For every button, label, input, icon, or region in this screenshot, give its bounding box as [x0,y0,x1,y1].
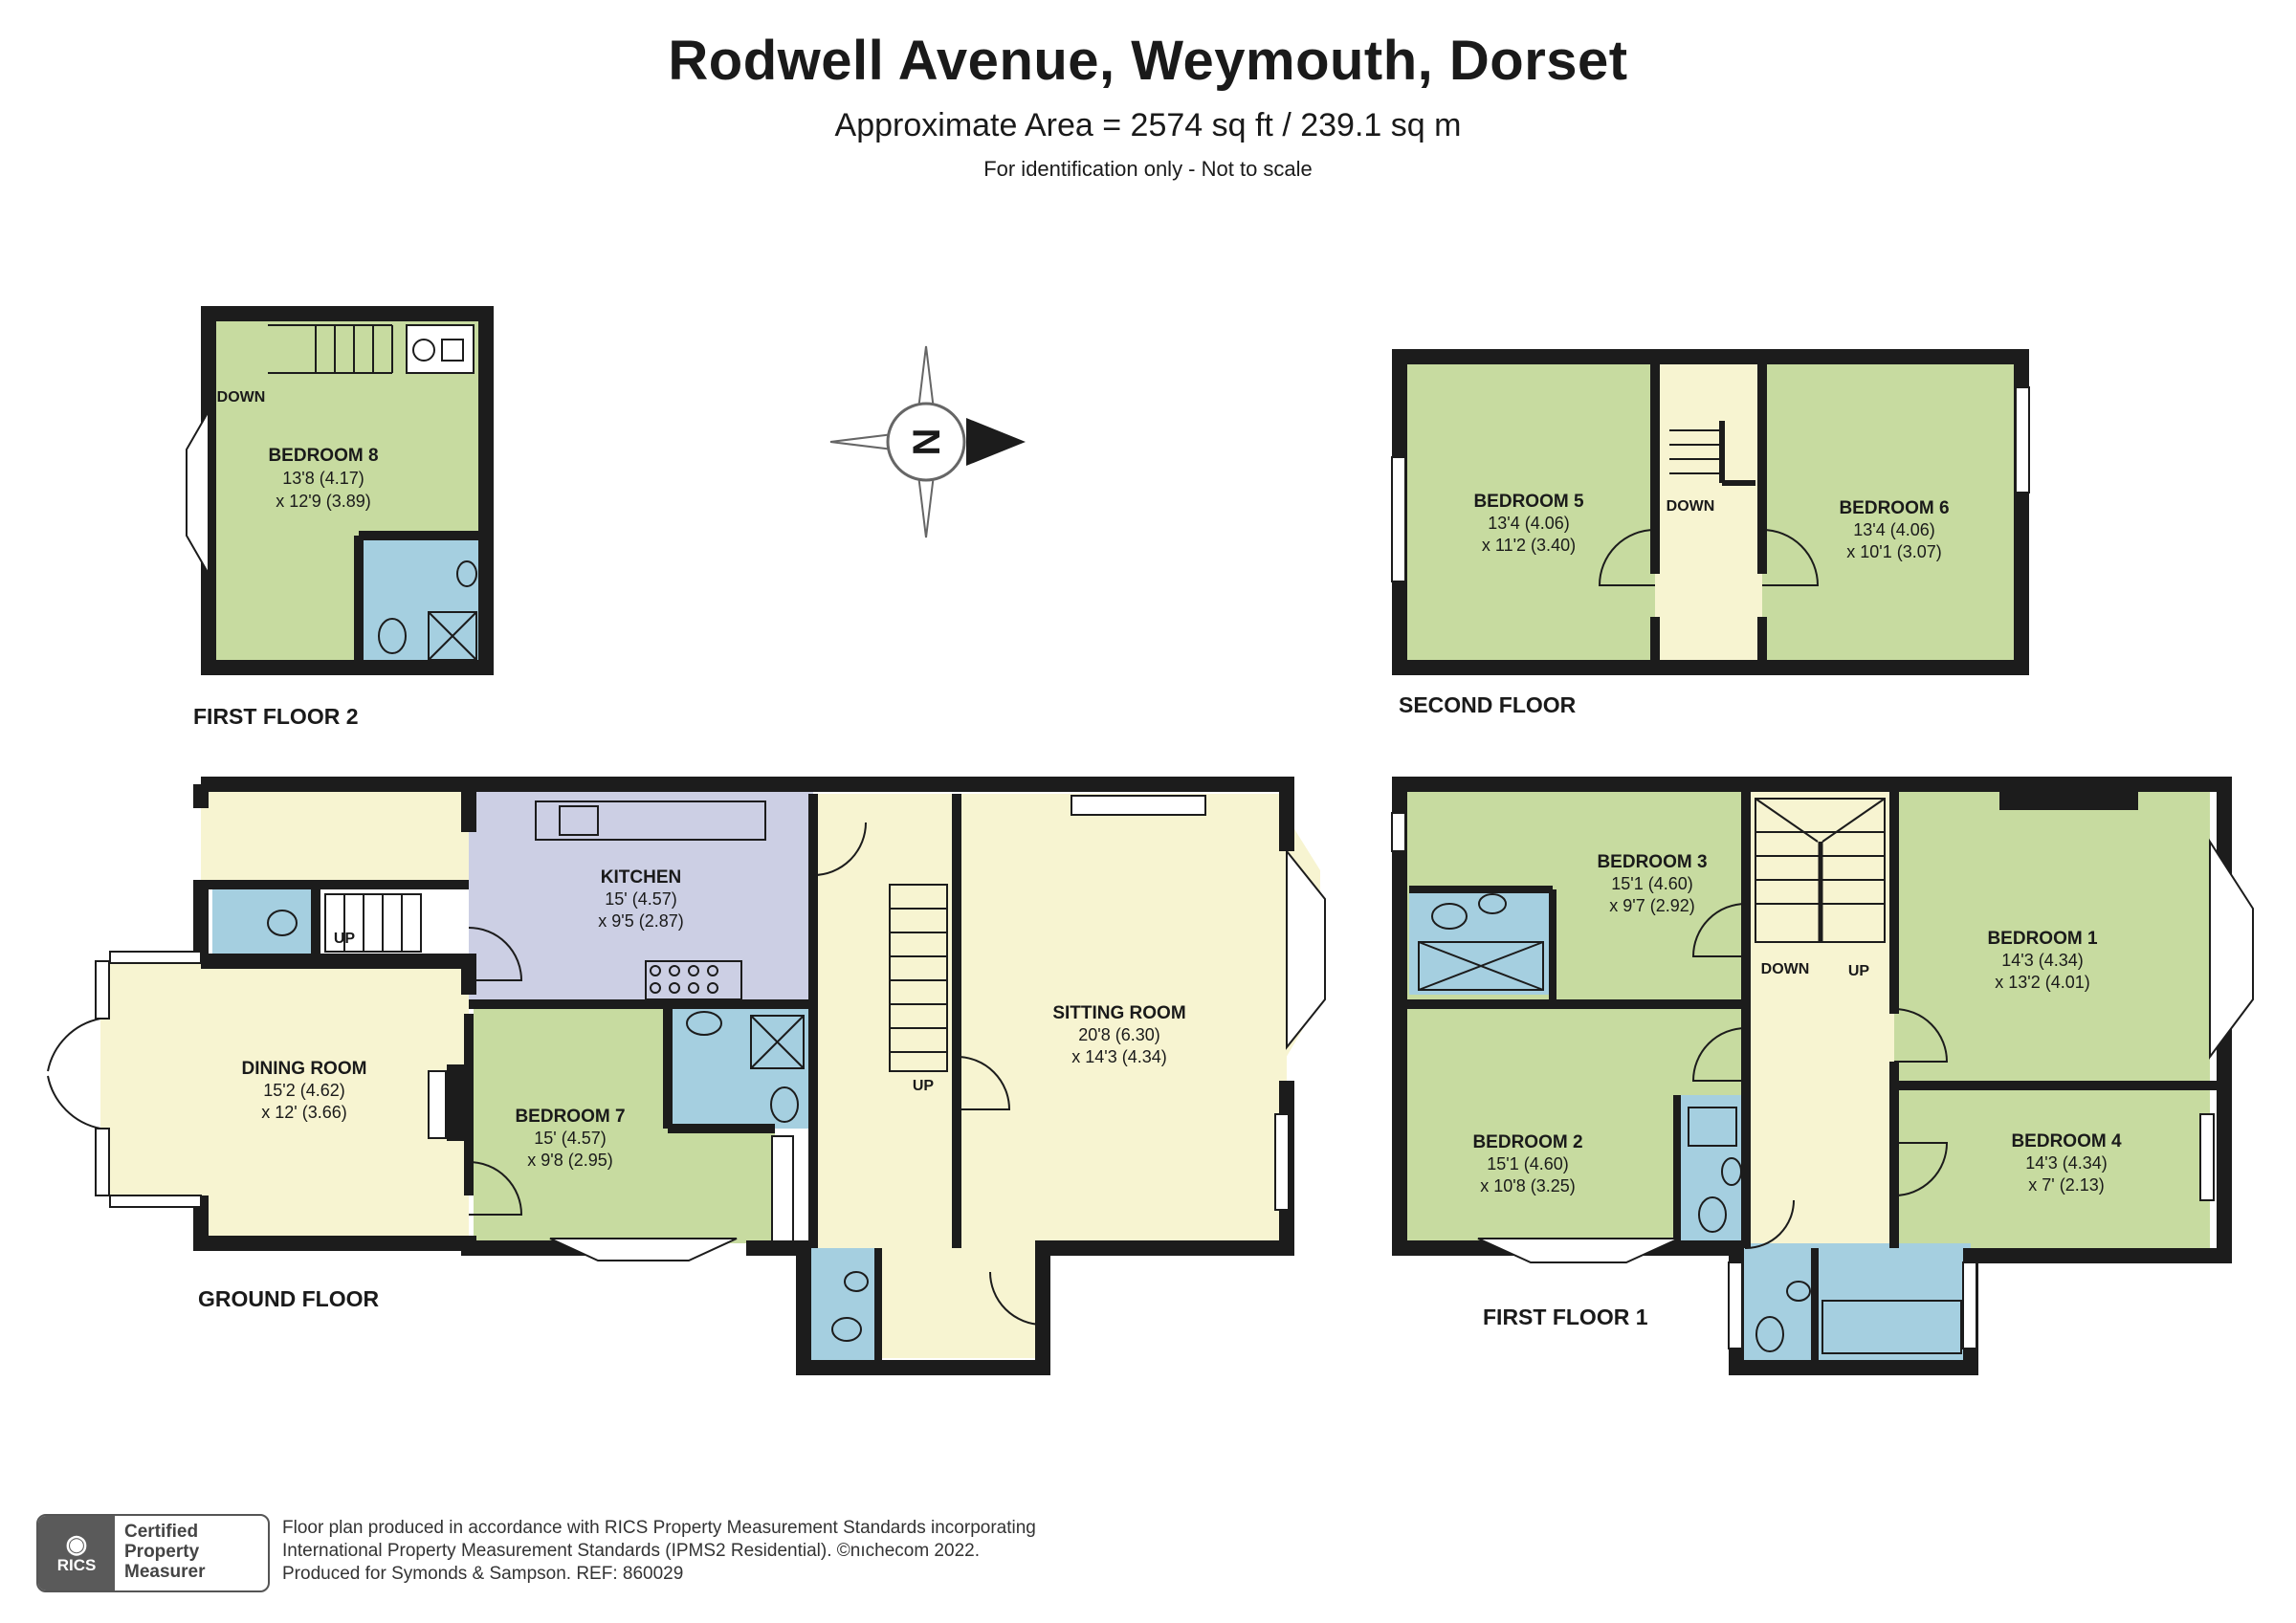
dining-room-dim2: x 12' (3.66) [261,1103,346,1122]
bedroom1-dim2: x 13'2 (4.01) [1995,973,2090,992]
bedroom8-dim2: x 12'9 (3.89) [276,492,371,511]
bedroom4-dim2: x 7' (2.13) [2028,1175,2104,1195]
bedroom5-dim1: 13'4 (4.06) [1488,514,1570,533]
bedroom5-dim2: x 11'2 (3.40) [1482,536,1576,555]
bedroom7-name: BEDROOM 7 [515,1107,625,1127]
rics-logo-text: RICS [56,1556,97,1574]
scale-note: For identification only - Not to scale [983,157,1313,181]
bedroom6-dim2: x 10'1 (3.07) [1846,542,1942,561]
badge-line-3: Measurer [124,1562,206,1582]
bedroom4-name: BEDROOM 4 [2011,1131,2122,1151]
bedroom8-dim1: 13'8 (4.17) [282,469,364,488]
badge-line-2: Property [124,1542,200,1562]
bedroom4-dim1: 14'3 (4.34) [2025,1153,2108,1173]
footer-line-1: Floor plan produced in accordance with R… [282,1518,1036,1538]
gf-up-label-1: UP [334,931,356,947]
bedroom2-dim2: x 10'8 (3.25) [1480,1176,1576,1195]
ground-floor-plan: UP UP KITCHEN 15' (4.57) x 9'5 (2.87) DI… [47,777,1326,1375]
dining-room-name: DINING ROOM [242,1059,367,1079]
footer-line-2: International Property Measurement Stand… [282,1541,980,1561]
ff2-down-label: DOWN [217,389,266,406]
first-floor-2-label: FIRST FLOOR 2 [193,704,359,729]
bedroom3-name: BEDROOM 3 [1597,852,1707,872]
bedroom2-dim1: 15'1 (4.60) [1487,1154,1569,1173]
kitchen-dim2: x 9'5 (2.87) [598,911,683,931]
ff1-down-label: DOWN [1761,961,1810,977]
bedroom2-name: BEDROOM 2 [1472,1132,1582,1152]
kitchen-name: KITCHEN [601,867,681,888]
second-floor-label: SECOND FLOOR [1399,692,1577,717]
sf-down-label: DOWN [1667,498,1715,515]
ff1-up-label: UP [1848,963,1870,979]
dining-room-dim1: 15'2 (4.62) [263,1081,345,1100]
compass-icon: N [829,345,1026,538]
first-floor-2-plan: DOWN BEDROOM 8 13'8 (4.17) x 12'9 (3.89)… [186,306,494,729]
bedroom3-dim2: x 9'7 (2.92) [1609,896,1694,915]
bedroom6-name: BEDROOM 6 [1839,498,1949,518]
bedroom7-dim1: 15' (4.57) [534,1129,606,1148]
bedroom1-dim1: 14'3 (4.34) [2001,951,2084,970]
gf-up-label-2: UP [913,1078,935,1094]
bedroom6-dim1: 13'4 (4.06) [1853,520,1935,539]
first-floor-1-label: FIRST FLOOR 1 [1483,1305,1648,1329]
bedroom7-dim2: x 9'8 (2.95) [527,1151,612,1170]
bedroom3-dim1: 15'1 (4.60) [1611,874,1693,893]
compass-north-label: N [906,428,948,456]
sitting-room-dim1: 20'8 (6.30) [1078,1025,1160,1044]
footer-text: Floor plan produced in accordance with R… [282,1517,1036,1586]
badge-line-1: Certified [124,1522,199,1542]
area-subtitle: Approximate Area = 2574 sq ft / 239.1 sq… [834,107,1462,143]
rics-certified-badge: ◉ RICS Certified Property Measurer [36,1514,270,1592]
footer-line-3: Produced for Symonds & Sampson. REF: 860… [282,1564,684,1584]
sitting-room-name: SITTING ROOM [1052,1003,1185,1023]
sitting-room-dim2: x 14'3 (4.34) [1071,1047,1167,1066]
second-floor-plan: DOWN BEDROOM 5 13'4 (4.06) x 11'2 (3.40)… [1391,349,2030,717]
rics-logo: ◉ RICS [38,1516,115,1590]
rics-lion-icon: ◉ [65,1529,88,1558]
plan-title: Rodwell Avenue, Weymouth, Dorset [668,30,1628,92]
bedroom1-name: BEDROOM 1 [1987,929,2098,949]
ground-floor-label: GROUND FLOOR [198,1286,379,1311]
bedroom5-name: BEDROOM 5 [1473,492,1584,512]
first-floor-1-plan: DOWN UP BEDROOM 3 15'1 (4.60) x 9'7 (2.9… [1391,777,2254,1375]
bedroom8-name: BEDROOM 8 [268,446,378,466]
kitchen-dim1: 15' (4.57) [605,889,676,909]
